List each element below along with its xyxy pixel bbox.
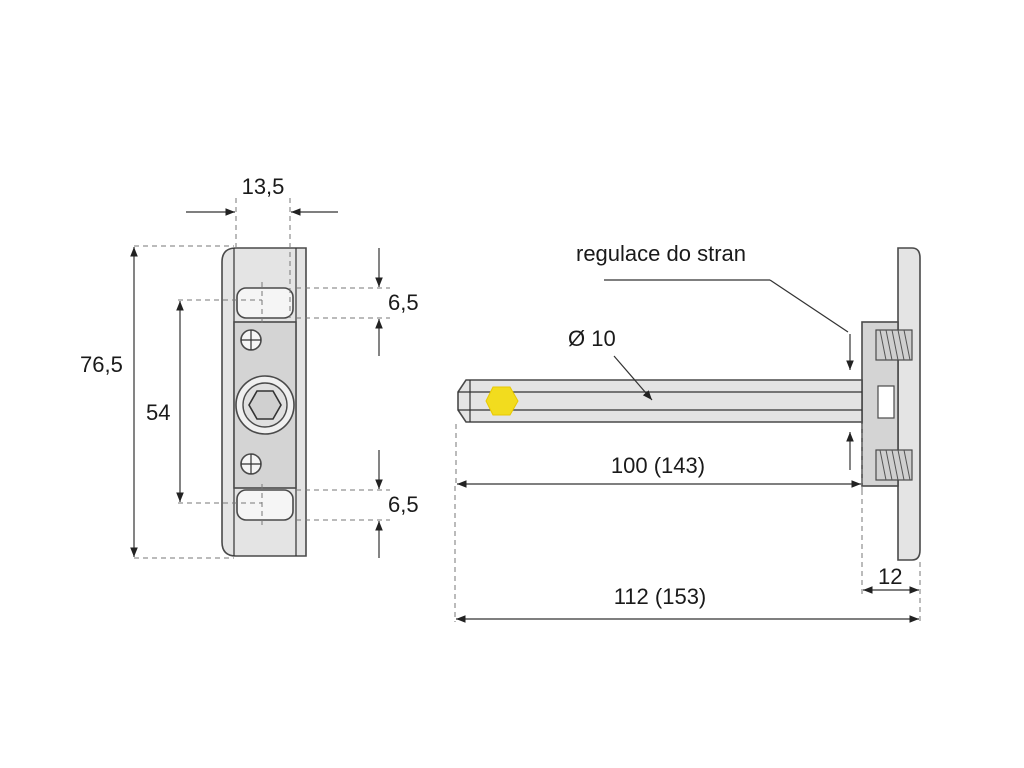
height-dim-label: 76,5 [80, 352, 123, 377]
support-rod [457, 379, 863, 423]
upper-thread-icon [875, 329, 913, 361]
side-wall-plate [897, 247, 921, 561]
hole-spacing-dimension: 54 [146, 299, 262, 504]
hex-socket-highlight-icon [485, 386, 519, 416]
lateral-adjustment-label: regulace do stran [576, 241, 746, 266]
bottom-slot [236, 489, 294, 521]
height-dimension: 76,5 [80, 245, 234, 559]
plate-thickness-dimension: 12 [861, 490, 919, 594]
lower-thread-icon [875, 449, 913, 481]
width-dimension: 13,5 [186, 174, 338, 318]
diameter-leader: Ø 10 [568, 326, 653, 401]
front-view: 13,5 76,5 54 6,5 [80, 174, 419, 559]
lower-screw-hole-icon [240, 453, 262, 475]
hex-bolt-icon [235, 375, 295, 435]
width-dim-label: 13,5 [242, 174, 285, 199]
bottom-slot-dimension: 6,5 [296, 450, 419, 558]
hole-spacing-label: 54 [146, 400, 170, 425]
total-length-label: 112 (153) [614, 584, 707, 609]
upper-screw-hole-icon [240, 329, 262, 351]
side-view: regulace do stran Ø 10 100 (143) 112 (15… [454, 241, 921, 623]
top-slot-label: 6,5 [388, 290, 419, 315]
total-length-dimension: 112 (153) [454, 486, 921, 623]
lateral-adjustment-note: regulace do stran [576, 241, 854, 470]
plate-thickness-label: 12 [878, 564, 902, 589]
rod-length-dimension: 100 (143) [455, 424, 863, 490]
rod-length-label: 100 (143) [611, 453, 705, 478]
bottom-slot-label: 6,5 [388, 492, 419, 517]
top-slot [236, 287, 294, 319]
top-slot-dimension: 6,5 [296, 248, 419, 356]
diameter-label: Ø 10 [568, 326, 616, 351]
